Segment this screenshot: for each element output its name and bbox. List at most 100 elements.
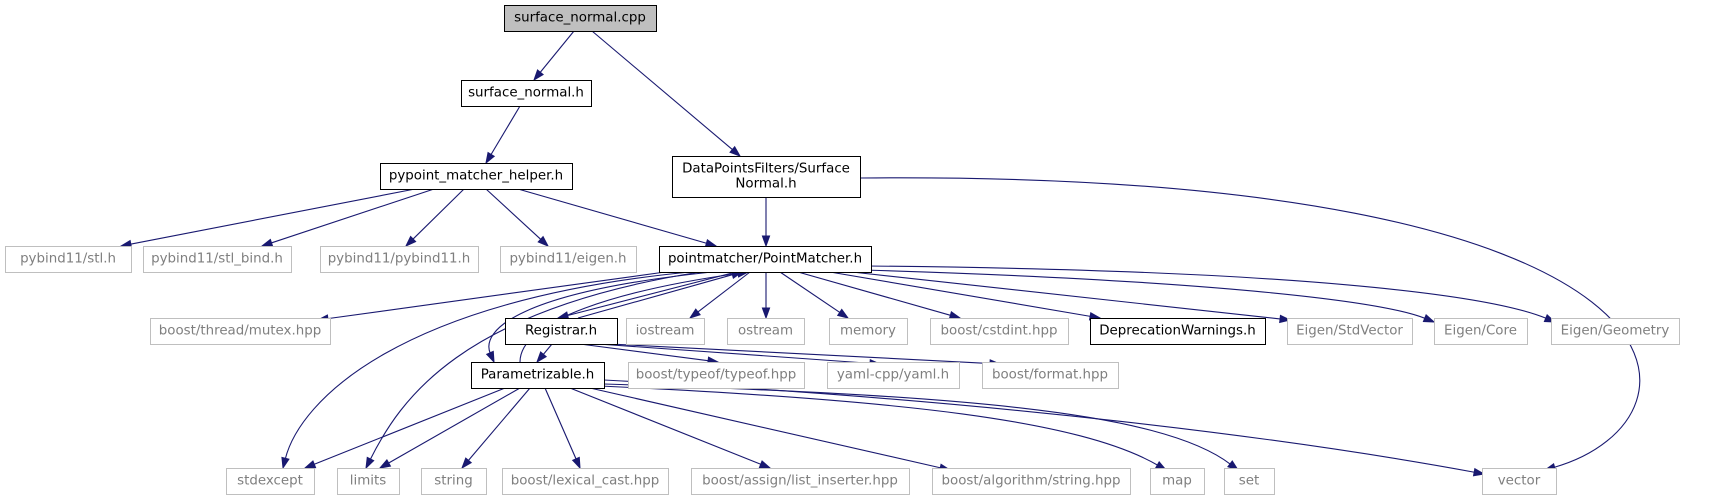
node-label: vector [1498,474,1541,489]
node-pypoint-matcher-helper-h[interactable]: pypoint_matcher_helper.h [380,163,573,190]
edge-line [569,387,762,466]
edge-n19-to-n28 [589,387,952,472]
edge-line [591,30,734,151]
node-stdexcept: stdexcept [226,468,315,495]
arrow-head-icon [365,456,375,470]
node-registrar-h[interactable]: Registrar.h [505,318,618,345]
node-box [226,468,315,495]
node-box [1224,468,1275,495]
edge-n2-to-n4 [761,197,771,248]
arrow-head-icon [761,235,771,248]
node-box [502,468,669,495]
node-box [930,318,1069,345]
node-surface-normal-h[interactable]: surface_normal.h [461,80,592,107]
edge-n4-to-n9 [316,271,666,323]
node-label: Normal.h [735,177,796,192]
node-pointmatcher-pointmatcher-h[interactable]: pointmatcher/PointMatcher.h [659,246,872,273]
node-box [982,362,1119,389]
node-boost-thread-mutex-hpp: boost/thread/mutex.hpp [150,318,331,345]
node-layer: surface_normal.cpp surface_normal.hDataPo… [5,5,1680,495]
node-box [5,246,132,273]
arrow-head-icon [761,307,771,320]
node-parametrizable-h[interactable]: Parametrizable.h [471,362,605,389]
edge-line [779,271,841,314]
node-box[interactable] [471,362,605,389]
edge-line [284,271,691,460]
edge-line [412,188,465,241]
node-map: map [1150,468,1205,495]
node-label: pypoint_matcher_helper.h [389,169,563,184]
node-label: boost/assign/list_inserter.hpp [702,474,898,489]
edge-line [517,188,708,245]
edge-line [488,271,713,354]
node-memory: memory [829,318,908,345]
node-label: stdexcept [237,474,303,489]
edge-line [485,188,542,241]
arrow-head-icon [485,350,495,364]
node-pybind11-stl-bind-h: pybind11/stl_bind.h [143,246,292,273]
arrow-head-icon [729,145,742,157]
edge-n4-to-n15 [829,271,1102,321]
edge-n0-to-n2 [591,30,742,157]
arrow-head-icon [836,308,850,319]
node-box[interactable] [659,246,872,273]
node-box[interactable] [461,80,592,107]
node-vector: vector [1482,468,1557,495]
arrow-head-icon [571,456,581,470]
node-box[interactable] [1090,318,1266,345]
arrow-head-icon [303,460,317,469]
node-boost-assign-list-inserter-hpp: boost/assign/list_inserter.hpp [691,468,910,495]
node-box [1482,468,1557,495]
node-label: limits [350,474,386,489]
node-deprecationwarnings-h[interactable]: DeprecationWarnings.h [1090,318,1266,345]
node-boost-typeof-typeof-hpp: boost/typeof/typeof.hpp [628,362,805,389]
node-box [1150,468,1205,495]
node-box [1434,318,1528,345]
node-pybind11-pybind11-h: pybind11/pybind11.h [320,246,479,273]
edge-n10-to-n19 [536,343,553,364]
node-iostream: iostream [626,318,705,345]
edge-n1-to-n3 [485,105,521,165]
node-label: boost/typeof/typeof.hpp [636,368,797,383]
edge-line [467,387,531,462]
node-box [829,318,908,345]
node-eigen-core: Eigen/Core [1434,318,1528,345]
arrow-head-icon [260,238,274,247]
node-label: surface_normal.cpp [514,11,646,26]
node-label: Eigen/Core [1444,324,1517,339]
edge-n4-to-n10 [556,271,737,320]
node-label: Registrar.h [525,324,597,339]
edge-n19-to-n4 [519,269,750,363]
node-surface-normal-cpp[interactable]: surface_normal.cpp [504,5,657,32]
node-box [628,362,805,389]
node-box [626,318,705,345]
node-box[interactable] [504,5,657,32]
node-box[interactable] [672,156,861,198]
node-set: set [1224,468,1275,495]
node-boost-lexical-cast-hpp: boost/lexical_cast.hpp [502,468,669,495]
node-box [691,468,910,495]
edge-line [597,343,872,364]
node-box[interactable] [380,163,573,190]
edge-n19-to-n26 [544,387,581,470]
edge-n4-to-n19 [485,271,713,364]
edge-line [566,271,737,317]
edge-n3-to-n8 [485,188,550,247]
node-ostream: ostream [727,318,805,345]
edge-n4-to-n17 [861,269,1436,323]
node-label: pointmatcher/PointMatcher.h [668,252,862,267]
node-boost-format-hpp: boost/format.hpp [982,362,1119,389]
arrow-head-icon [704,238,718,248]
node-box [727,318,805,345]
node-box [150,318,331,345]
node-box [337,468,400,495]
node-label: set [1239,474,1259,489]
node-boost-cstdint-hpp: boost/cstdint.hpp [930,318,1069,345]
edge-line [609,343,992,365]
node-box [421,468,487,495]
node-box[interactable] [505,318,618,345]
arrow-head-icon [281,456,290,470]
node-box [827,362,960,389]
edge-line [603,383,1232,465]
